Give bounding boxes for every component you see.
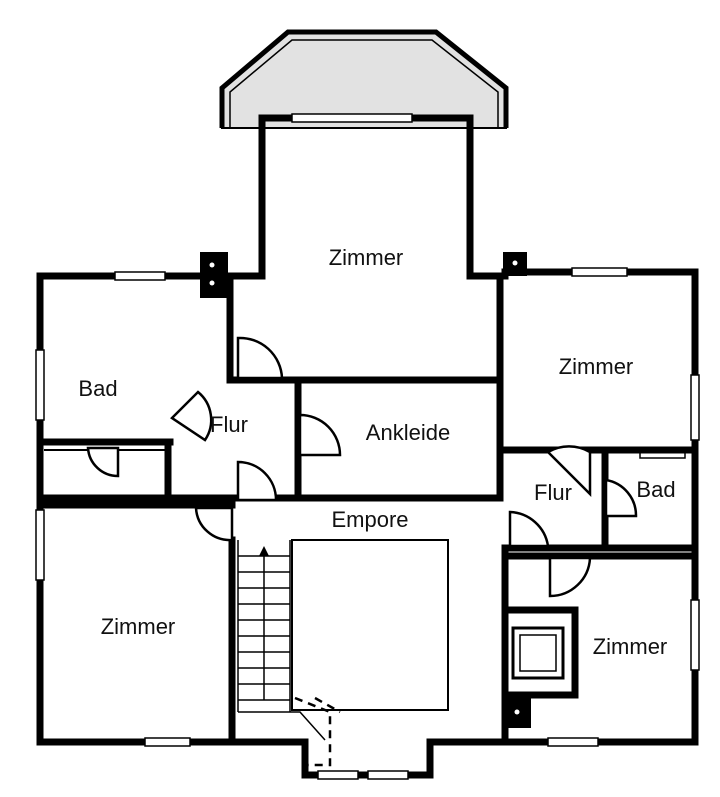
fireplace-box (501, 606, 579, 699)
label-bad-left: Bad (78, 376, 117, 401)
bay-window (219, 29, 509, 129)
stairwell (237, 539, 449, 767)
windows (35, 113, 700, 780)
label-flur-left: Flur (210, 412, 248, 437)
room-labels: Zimmer Bad Flur Ankleide Zimmer Flur Bad… (78, 245, 675, 659)
chimneys (200, 252, 531, 728)
label-flur-right: Flur (534, 480, 572, 505)
interior-walls (36, 272, 699, 746)
doors (86, 336, 638, 598)
label-zimmer-right-bottom: Zimmer (593, 634, 668, 659)
label-zimmer-left-bottom: Zimmer (101, 614, 176, 639)
label-zimmer-top: Zimmer (329, 245, 404, 270)
label-empore: Empore (331, 507, 408, 532)
label-bad-right: Bad (636, 477, 675, 502)
label-zimmer-right-top: Zimmer (559, 354, 634, 379)
label-ankleide: Ankleide (366, 420, 450, 445)
